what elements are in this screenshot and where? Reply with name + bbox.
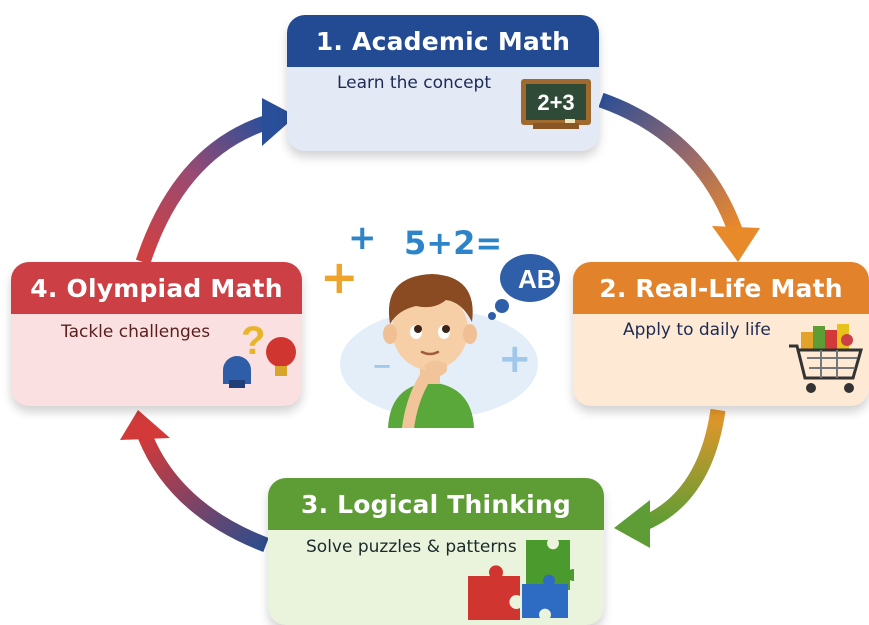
bubble-text: AB <box>518 264 556 294</box>
step-subtitle: Learn the concept <box>337 73 492 93</box>
thought-bubble-icon: AB <box>488 254 560 320</box>
arrow-3-to-4 <box>120 410 269 552</box>
puzzle-pieces-icon <box>468 540 574 620</box>
shopping-cart-icon <box>789 324 863 393</box>
step-card-academic-math: 1. Academic Math Learn the concept 2+3 <box>287 15 599 151</box>
step-subtitle: Tackle challenges <box>61 322 211 342</box>
step-card-real-life-math: 2. Real-Life Math Apply to daily life <box>573 262 869 406</box>
plus-symbol-light: + <box>498 336 532 382</box>
minus-symbol-light: − <box>372 352 393 380</box>
step-card-logical-thinking: 3. Logical Thinking Solve puzzles & patt… <box>268 478 604 625</box>
step-card-olympiad-math: 4. Olympiad Math Tackle challenges ? <box>11 262 302 406</box>
arrow-4-to-1 <box>135 98 296 265</box>
question-mark: ? <box>241 319 265 363</box>
step-subtitle: Solve puzzles & patterns <box>306 537 517 557</box>
step-subtitle: Apply to daily life <box>623 320 771 340</box>
chalkboard-text: 2+3 <box>537 90 574 115</box>
step-title: 2. Real-Life Math <box>573 262 869 314</box>
arrow-2-to-3 <box>614 408 726 548</box>
plus-symbol-blue: + <box>348 218 377 258</box>
step-title: 1. Academic Math <box>287 15 599 67</box>
plus-symbol-orange: + <box>320 250 359 304</box>
arrow-1-to-2 <box>598 92 760 262</box>
step-title: 3. Logical Thinking <box>268 478 604 530</box>
step-title: 4. Olympiad Math <box>11 262 302 314</box>
thinking-boy-icon <box>383 274 477 428</box>
equation-text: 5+2= <box>404 224 503 262</box>
trophy-lightbulb-icon: ? <box>223 319 296 388</box>
chalkboard-icon: 2+3 <box>521 79 591 129</box>
